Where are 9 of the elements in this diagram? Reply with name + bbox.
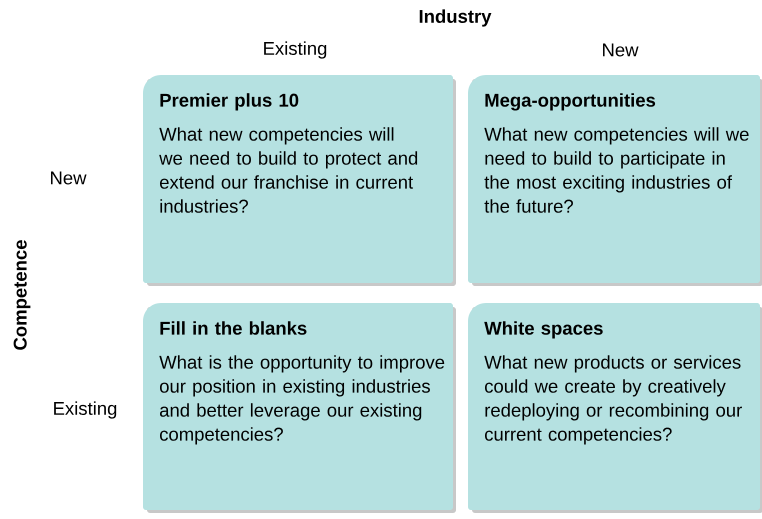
quadrant-box: Mega-opportunities What new competencies will we need to build to participate in the most exciting industries of the future? — [468, 75, 762, 286]
axis-title: Industry — [420, 9, 492, 27]
quadrant-box: White spaces What new products or services could we create by creatively redeploying or recombining our current competencies? — [468, 303, 762, 513]
quadrant-box: Fill in the blanks What is the opportunity to improve our position in existing industries and better leverage our existing competencies? — [143, 303, 456, 513]
row-header: Existing — [54, 401, 116, 419]
row-header: New — [51, 172, 87, 184]
axis-title: Competence — [14, 240, 30, 350]
quadrant-box: Premier plus 10 What new competencies will we need to build to protect and extend our franchise in current industries? — [143, 75, 456, 286]
column-header: New — [603, 44, 639, 56]
